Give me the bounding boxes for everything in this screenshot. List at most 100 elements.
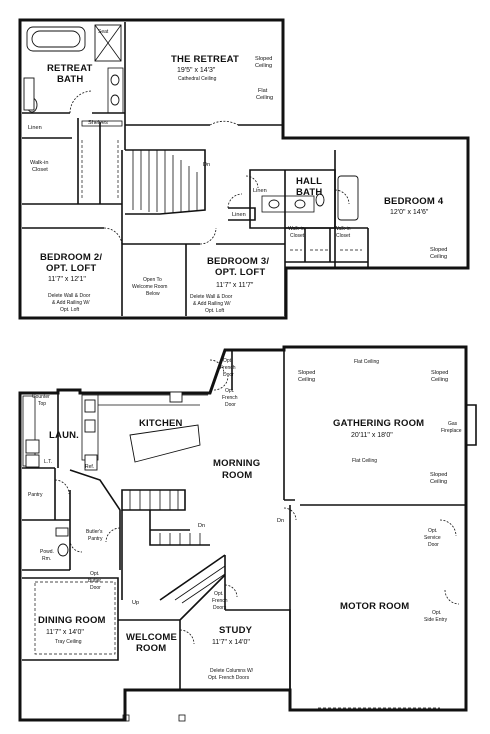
- motor-room-title: MOTOR ROOM: [340, 601, 409, 612]
- opt-french-doors-label-3: Doors: [213, 605, 227, 611]
- kitchen-island: [129, 424, 201, 463]
- opt-french-a-label: Opt.: [223, 358, 232, 364]
- gathering-sloped-1b: Ceiling: [298, 377, 315, 383]
- counter-label-2: Top: [38, 401, 46, 407]
- gathering-sloped-1: Sloped: [298, 370, 315, 376]
- powder-label-2: Rm.: [42, 556, 51, 562]
- dining-room-note: Tray Ceiling: [55, 639, 82, 645]
- main-floor-fixtures: [25, 391, 440, 722]
- opt-butler-label: Opt.: [90, 571, 99, 577]
- opt-french-a-label-2: French: [220, 365, 236, 371]
- upper-floor-fixtures: [23, 24, 362, 251]
- shelves-label: Shelves: [88, 120, 108, 126]
- hall-linen-label-2: Linen: [232, 212, 246, 218]
- butler-label: Butler's: [86, 529, 103, 535]
- morning-room-label: MORNING: [213, 458, 260, 469]
- stairs-dn-label: Dn: [203, 162, 210, 168]
- bedroom2-note-2: & Add Railing W/: [52, 300, 90, 306]
- bedroom3-dims: 11'7" x 11'7": [216, 282, 254, 289]
- gathering-sloped-3b: Ceiling: [430, 479, 447, 485]
- gathering-room-dims: 20'11" x 18'0": [351, 432, 393, 439]
- main-floor-labels: Counter Top LAUN. L.T. Ref. Pantry Butle…: [28, 358, 462, 681]
- bedroom3-note-2: & Add Railing W/: [193, 301, 231, 307]
- walkin-b4a-label-2: Closet: [290, 233, 305, 239]
- walkin-b4a-label: Walk-in: [288, 226, 305, 232]
- stairs-dn-label-2: Dn: [277, 518, 284, 524]
- dining-room-dims: 11'7" x 14'0": [46, 629, 84, 636]
- open-to-label-2: Welcome Room: [132, 284, 167, 290]
- opt-french-b-label-3: Door: [225, 402, 236, 408]
- hall-bath-label: HALL: [296, 176, 322, 187]
- gathering-sloped-3: Sloped: [430, 472, 447, 478]
- walkin-label-2: Closet: [32, 167, 48, 173]
- bedroom3-title: BEDROOM 3/: [207, 256, 269, 267]
- opt-side-entry-label: Opt.: [432, 610, 441, 616]
- retreat-dims: 19'5" x 14'3": [177, 67, 216, 74]
- bedroom2-note-3: Opt. Loft: [60, 307, 80, 313]
- upper-floor-labels: Seat RETREAT BATH THE RETREAT 19'5" x 14…: [28, 29, 447, 314]
- opt-butler-label-2: Butler: [88, 578, 101, 584]
- ref-label: Ref.: [85, 464, 94, 470]
- stairs-up-label: Up: [132, 600, 139, 606]
- walkin-label: Walk-in: [30, 160, 48, 166]
- flat-ceiling-mid-label: Flat Ceiling: [352, 458, 377, 464]
- bedroom2-title: BEDROOM 2/: [40, 252, 102, 263]
- retreat-bath-label: RETREAT: [47, 63, 93, 74]
- retreat-flat-1: Flat: [258, 88, 268, 94]
- opt-service-label-2: Service: [424, 535, 441, 541]
- gathering-room-title: GATHERING ROOM: [333, 418, 424, 429]
- flat-ceiling-top-label: Flat Ceiling: [354, 359, 379, 365]
- pantry-label: Pantry: [28, 492, 43, 498]
- bedroom4-dims: 12'0" x 14'6": [390, 209, 429, 216]
- bedroom4-sloped-1: Sloped: [430, 247, 447, 253]
- retreat-sloped-2: Ceiling: [255, 63, 272, 69]
- gathering-sloped-2: Sloped: [431, 370, 448, 376]
- hall-linen-label: Linen: [253, 188, 267, 194]
- retreat-bath-label-2: BATH: [57, 74, 83, 85]
- opt-french-doors-label-2: French: [212, 598, 228, 604]
- bedroom2-dims: 11'7" x 12'1": [48, 276, 86, 283]
- morning-room-label-2: ROOM: [222, 470, 252, 481]
- study-note-1: Delete Columns W/: [210, 668, 254, 674]
- study-note-2: Opt. French Doors: [208, 675, 250, 681]
- counter-label: Counter: [32, 394, 50, 400]
- linen-label: Linen: [28, 125, 42, 131]
- opt-french-doors-label: Opt.: [214, 591, 223, 597]
- butler-label-2: Pantry: [88, 536, 103, 542]
- dining-room-title: DINING ROOM: [38, 615, 106, 626]
- ref-box: [84, 454, 98, 471]
- open-to-label: Open To: [143, 277, 162, 283]
- bedroom3-title-2: OPT. LOFT: [215, 267, 265, 278]
- bedroom2-title-2: OPT. LOFT: [46, 263, 96, 274]
- opt-french-a-label-3: Door: [223, 372, 234, 378]
- bedroom3-note-1: Delete Wall & Door: [190, 294, 233, 300]
- upper-floor-walls: [18, 18, 470, 320]
- welcome-room-label: WELCOME: [126, 632, 177, 643]
- upper-floor-doors: [69, 90, 350, 247]
- walkin-b4b-label-2: Closet: [336, 233, 351, 239]
- walkin-b4b-label: Walk-in: [334, 226, 351, 232]
- opt-french-b-label: Opt.: [225, 388, 234, 394]
- hall-bath-label-2: BATH: [296, 187, 322, 198]
- retreat-note: Cathedral Ceiling: [178, 76, 217, 82]
- opt-side-entry-label-2: Side Entry: [424, 617, 448, 623]
- main-floor-doors: [54, 359, 460, 645]
- lt-label: L.T.: [44, 459, 52, 465]
- opt-service-label-3: Door: [428, 542, 439, 548]
- opt-service-label: Opt.: [428, 528, 437, 534]
- opt-french-b-label-2: French: [222, 395, 238, 401]
- stairs-dn-label-1: Dn: [198, 523, 205, 529]
- gas-fireplace-label-2: Fireplace: [441, 428, 462, 434]
- opt-butler-label-3: Door: [90, 585, 101, 591]
- retreat-title: THE RETREAT: [171, 54, 239, 65]
- bedroom3-note-3: Opt. Loft: [205, 308, 225, 314]
- study-title: STUDY: [219, 625, 253, 636]
- seat-label: Seat: [98, 29, 109, 35]
- bedroom2-note-1: Delete Wall & Door: [48, 293, 91, 299]
- powder-label: Powd.: [40, 549, 54, 555]
- retreat-sloped-1: Sloped: [255, 56, 272, 62]
- kitchen-label: KITCHEN: [139, 418, 183, 429]
- welcome-room-label-2: ROOM: [136, 643, 166, 654]
- study-dims: 11'7" x 14'0": [212, 639, 250, 646]
